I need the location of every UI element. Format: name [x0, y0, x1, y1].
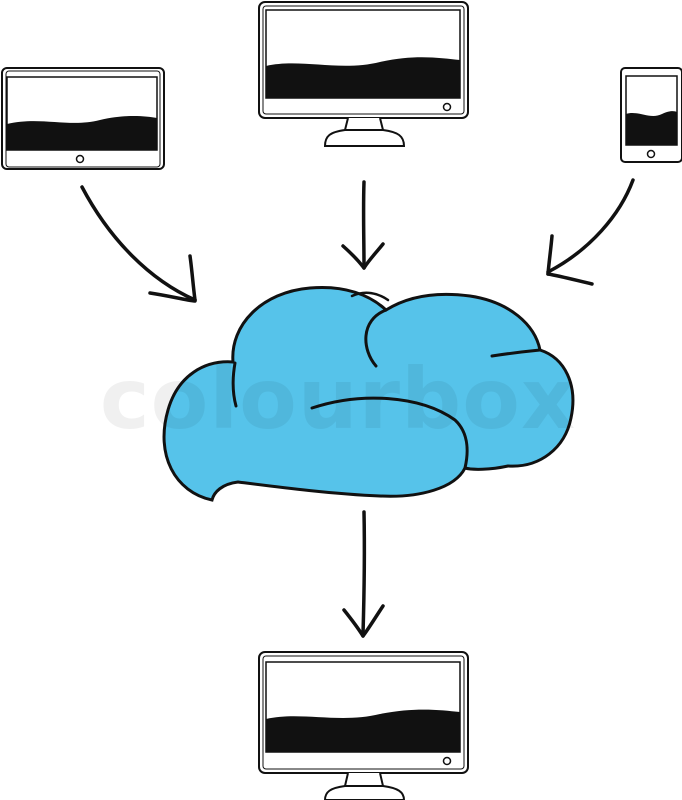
arrow-tablet-to-cloud	[80, 185, 197, 303]
cloud-icon	[162, 285, 575, 502]
monitor-icon-bottom	[258, 651, 469, 800]
arrow-cloud-to-monitor	[342, 510, 385, 638]
arrow-monitor-to-cloud	[341, 180, 385, 270]
phone-icon	[620, 67, 682, 163]
tablet-icon	[1, 67, 165, 170]
monitor-icon	[258, 1, 469, 147]
arrow-phone-to-cloud	[546, 178, 635, 286]
